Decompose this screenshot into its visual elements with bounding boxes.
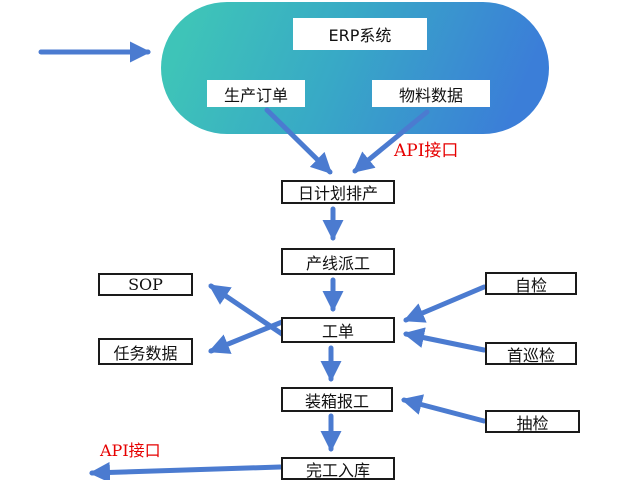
api-interface-label-top: API接口 — [394, 141, 459, 161]
arrow-first-patrol-to-work-order — [403, 327, 487, 353]
node-production-order-label: 生产订单 — [223, 85, 288, 105]
node-task-data-label: 任务数据 — [113, 343, 178, 363]
node-completion-storage: 完工入库 — [281, 457, 395, 480]
node-completion-storage-label: 完工入库 — [305, 460, 370, 480]
node-self-check-label: 自检 — [514, 275, 547, 295]
node-line-dispatch-label: 产线派工 — [305, 253, 370, 273]
node-sampling-check-label: 抽检 — [516, 413, 549, 433]
node-erp-system: ERP系统 — [293, 18, 427, 50]
node-packing-report-label: 装箱报工 — [304, 391, 369, 411]
api-interface-label-bottom: API接口 — [100, 441, 161, 460]
node-sop: SOP — [98, 273, 193, 296]
node-daily-plan: 日计划排产 — [281, 180, 395, 204]
arrow-completion-to-external — [89, 461, 283, 480]
node-self-check: 自检 — [485, 272, 577, 295]
node-daily-plan-label: 日计划排产 — [297, 184, 378, 203]
arrow-sampling-to-packing-report — [401, 394, 487, 424]
node-sop-label: SOP — [128, 275, 163, 294]
node-material-data-label: 物料数据 — [398, 85, 463, 105]
arrow-work-order-to-sop — [208, 283, 288, 339]
node-first-patrol-check-label: 首巡检 — [506, 345, 555, 365]
node-sampling-check: 抽检 — [485, 410, 580, 433]
arrow-self-check-to-work-order — [403, 284, 487, 323]
node-line-dispatch: 产线派工 — [281, 248, 395, 275]
node-material-data: 物料数据 — [372, 80, 490, 107]
node-task-data: 任务数据 — [98, 338, 193, 365]
node-erp-system-label: ERP系统 — [328, 26, 392, 45]
node-work-order-label: 工单 — [321, 322, 354, 341]
node-first-patrol-check: 首巡检 — [485, 342, 577, 365]
node-packing-report: 装箱报工 — [281, 387, 393, 412]
node-production-order: 生产订单 — [207, 80, 305, 107]
node-work-order: 工单 — [281, 317, 395, 343]
arrow-work-order-to-task-data — [208, 317, 290, 354]
